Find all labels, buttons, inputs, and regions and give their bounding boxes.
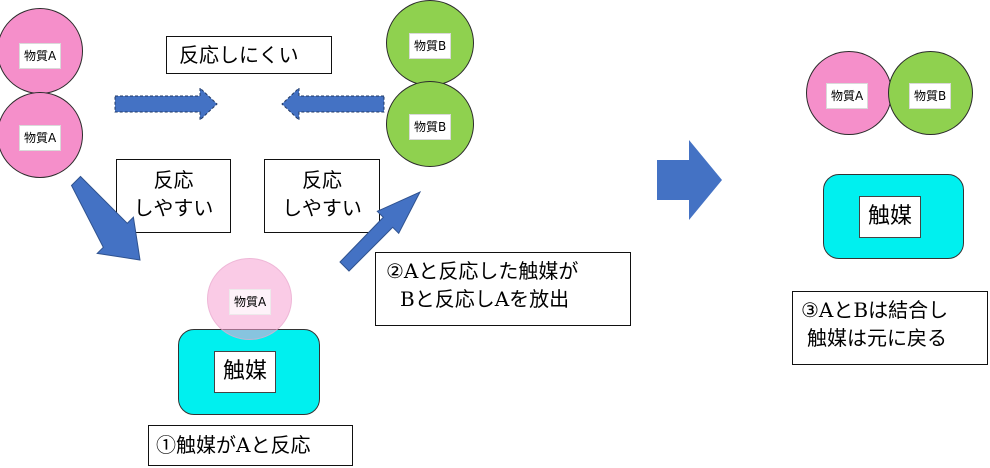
- easy-react-line1: 反応: [153, 168, 194, 192]
- step2-caption: ②Aと反応した触媒が Bと反応しAを放出: [375, 252, 631, 326]
- substance-a-label: 物質A: [826, 83, 869, 109]
- catalyst-step3: 触媒: [823, 174, 964, 259]
- substance-b-circle-top: 物質B: [386, 0, 474, 86]
- easy-react-line1: 反応: [302, 168, 342, 192]
- substance-b-label: 物質B: [409, 114, 452, 140]
- catalyst-label: 触媒: [859, 196, 922, 238]
- substance-a-label: 物質A: [229, 289, 272, 315]
- dashed-arrow-left: [281, 86, 385, 122]
- easy-react-line2: しやすい: [282, 196, 362, 220]
- step3-line2: 触媒は元に戻る: [807, 326, 947, 350]
- step3-caption: ③AとBは結合し 触媒は元に戻る: [792, 291, 988, 365]
- step2-line1: ②Aと反応した触媒が: [386, 259, 579, 283]
- easy-react-box-left: 反応 しやすい: [116, 159, 231, 233]
- step3-line1: ③AとBは結合し: [801, 298, 949, 322]
- hard-to-react-text: 反応しにくい: [179, 43, 299, 67]
- substance-a-result-circle: 物質A: [806, 51, 892, 135]
- dashed-arrow-right: [114, 86, 218, 122]
- arrow-catalyst-to-b: [339, 190, 422, 272]
- catalyst-label: 触媒: [214, 351, 277, 393]
- big-arrow-right: [657, 140, 722, 220]
- substance-b-result-circle: 物質B: [888, 51, 973, 135]
- hard-to-react-box: 反応しにくい: [166, 36, 332, 74]
- substance-a-label: 物質A: [19, 125, 62, 151]
- catalyst-step1: 触媒: [178, 329, 320, 415]
- substance-a-circle-bottom: 物質A: [0, 92, 83, 178]
- arrow-a-to-catalyst: [70, 175, 141, 261]
- step1-caption: ①触媒がAと反応: [148, 425, 353, 466]
- substance-a-bound-circle: 物質A: [207, 258, 292, 340]
- substance-b-label: 物質B: [909, 83, 952, 109]
- easy-react-box-right: 反応 しやすい: [264, 159, 380, 233]
- step2-line2: Bと反応しAを放出: [400, 287, 570, 311]
- substance-b-label: 物質B: [409, 33, 452, 59]
- easy-react-line2: しやすい: [133, 196, 214, 220]
- substance-a-circle-top: 物質A: [0, 8, 83, 94]
- substance-a-label: 物質A: [19, 43, 62, 69]
- substance-b-circle-bottom: 物質B: [386, 81, 474, 167]
- step1-text: ①触媒がAと反応: [156, 433, 311, 457]
